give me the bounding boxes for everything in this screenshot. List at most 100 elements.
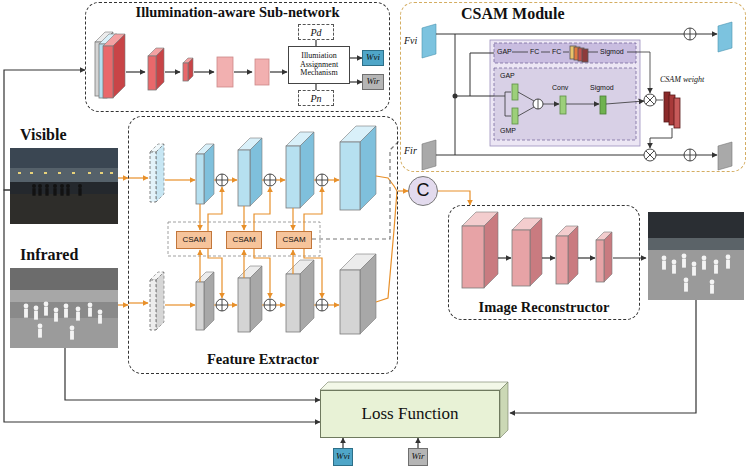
feature-slab xyxy=(204,272,214,330)
person-head xyxy=(53,184,57,188)
band-line xyxy=(566,104,599,105)
conv-slab xyxy=(156,48,164,90)
person-body xyxy=(710,285,714,294)
feature-slab xyxy=(238,150,250,206)
person-body xyxy=(662,261,666,270)
box-label: Wir xyxy=(411,452,424,462)
sum-stroke xyxy=(222,174,223,186)
flow-arrow xyxy=(128,177,148,178)
fused-building xyxy=(648,238,744,250)
concat-stroke xyxy=(538,99,539,109)
person-body xyxy=(76,312,80,321)
person-body xyxy=(45,188,48,196)
box-label: Illumiation Assignment Mechanism xyxy=(291,52,347,78)
main-line xyxy=(656,155,684,156)
connector xyxy=(438,191,470,205)
conv-slab xyxy=(560,96,566,114)
person-head xyxy=(70,326,75,331)
feature-slab xyxy=(300,260,314,332)
band-line xyxy=(588,52,598,53)
band-line xyxy=(606,101,644,104)
window-light xyxy=(30,172,33,174)
conv-slab xyxy=(103,46,113,98)
sum-stroke xyxy=(690,149,691,161)
sum-symbol xyxy=(316,299,328,311)
feature-bar xyxy=(718,22,732,52)
connector xyxy=(398,190,408,191)
window-light xyxy=(58,172,61,174)
csam-output xyxy=(254,249,270,298)
band-line xyxy=(518,92,534,101)
flow-arrow xyxy=(328,179,339,180)
weight-label: CSAM weight xyxy=(660,76,704,85)
flow-arrow xyxy=(578,257,595,258)
connector xyxy=(350,57,362,58)
fc-layer xyxy=(217,57,233,87)
person-head xyxy=(76,307,81,312)
operation-label: FC xyxy=(552,48,561,56)
flow-arrow xyxy=(276,179,285,180)
person-body xyxy=(70,331,74,340)
person-head xyxy=(24,304,29,309)
person-body xyxy=(684,283,688,292)
window-light xyxy=(110,172,113,174)
person-head xyxy=(66,184,70,188)
product-stroke xyxy=(646,96,654,104)
connector xyxy=(350,81,362,82)
flow-arrow xyxy=(228,304,237,305)
person-body xyxy=(53,188,56,196)
flow-arrow xyxy=(328,304,339,305)
feature-bar xyxy=(422,140,436,170)
window-light xyxy=(100,172,103,174)
band-line xyxy=(543,104,559,105)
visible-image xyxy=(10,148,118,224)
csam-output xyxy=(254,187,270,231)
product-symbol xyxy=(644,94,656,106)
box-label: Wvi xyxy=(336,452,350,462)
band-line xyxy=(563,52,569,53)
person-body xyxy=(726,260,730,269)
person-body xyxy=(38,329,42,338)
flow-arrow xyxy=(276,304,285,305)
main-line xyxy=(696,155,717,156)
band-line xyxy=(627,52,650,93)
recon-slab xyxy=(530,218,542,286)
recon-slab xyxy=(556,236,568,284)
person-head xyxy=(98,310,103,315)
image-panel: Infrared xyxy=(10,246,118,348)
person-head xyxy=(34,306,39,311)
person-head xyxy=(45,184,49,188)
subnetwork-region: Illumination-aware Sub-networkPdIllumiat… xyxy=(85,2,390,112)
pool-slab xyxy=(512,108,518,124)
person-body xyxy=(66,188,69,196)
mechanism-box: Illumiation Assignment Mechanism xyxy=(288,46,350,84)
box-label: Loss Function xyxy=(362,405,459,424)
person-body xyxy=(44,307,48,316)
feature-bar xyxy=(422,24,436,58)
csam-input xyxy=(199,204,200,230)
flow-arrow xyxy=(128,302,148,303)
product-symbol xyxy=(644,149,656,161)
sum-stroke xyxy=(222,299,223,311)
weight-slice xyxy=(582,49,588,62)
merge-line xyxy=(376,176,397,191)
product-stroke xyxy=(646,96,654,104)
box-label: CSAM xyxy=(182,236,205,245)
recon-slab xyxy=(512,230,530,286)
circle-label: C xyxy=(417,181,430,201)
loss-top-face xyxy=(320,382,508,390)
main-line xyxy=(436,34,684,35)
csam-output xyxy=(208,249,222,298)
recon-slab xyxy=(462,226,484,288)
person-head xyxy=(682,254,687,259)
flow-arrow xyxy=(126,71,145,72)
loss-input-arrow xyxy=(510,300,696,413)
connector xyxy=(342,438,343,448)
sum-symbol xyxy=(316,174,328,186)
person-head xyxy=(710,280,715,285)
connector xyxy=(118,177,128,178)
feature-slab xyxy=(250,266,262,332)
window-light xyxy=(88,172,91,174)
csam-input xyxy=(292,208,293,230)
person-head xyxy=(32,184,36,188)
